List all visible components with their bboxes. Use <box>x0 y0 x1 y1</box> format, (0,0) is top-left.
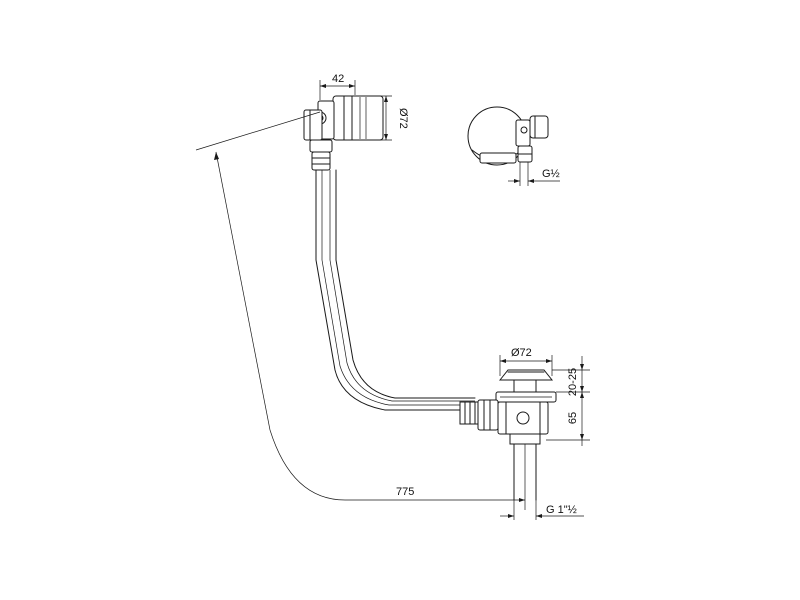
dimension-top-diameter-label: Ø72 <box>397 108 409 129</box>
dimension-drain-diameter: Ø72 <box>499 347 553 376</box>
dimension-height-label: 65 <box>567 412 579 424</box>
flexible-pipes <box>315 169 481 425</box>
dimension-outlet-thread-label: G 1"½ <box>546 504 577 516</box>
dimension-drain-heights: 20-25 65 <box>546 356 590 446</box>
dimension-side-thread-label: G½ <box>542 168 560 180</box>
dimension-side-thread: G½ <box>508 162 560 186</box>
dimension-height-range-label: 20-25 <box>567 368 579 396</box>
dimension-length: 775 <box>195 111 526 510</box>
dimension-top-diameter: Ø72 <box>375 95 409 141</box>
dimension-42: 42 <box>319 73 356 100</box>
dimension-outlet-thread: G 1"½ <box>500 500 584 520</box>
overflow-head <box>303 95 384 171</box>
dimension-drain-diameter-label: Ø72 <box>511 347 532 359</box>
dimension-42-label: 42 <box>332 73 344 85</box>
drain-assembly <box>477 369 557 501</box>
overflow-side-view <box>467 106 549 166</box>
dimension-length-label: 775 <box>396 486 414 498</box>
